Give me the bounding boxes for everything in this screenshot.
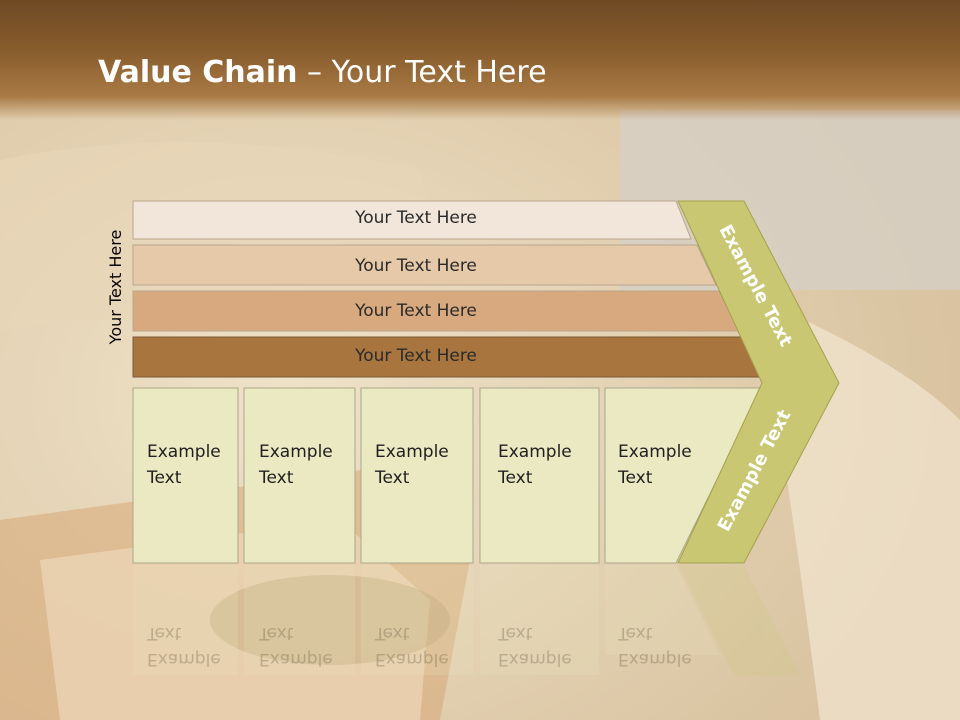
primary-box-3 — [360, 387, 474, 564]
support-bar-1 — [132, 200, 692, 240]
slide-title: Value Chain – Your Text Here — [98, 55, 547, 90]
primary-box-4 — [479, 387, 600, 564]
title-bar — [0, 0, 960, 120]
support-bar-4-label: Your Text Here — [355, 346, 477, 366]
support-bar-2-label: Your Text Here — [355, 256, 477, 276]
reflection-group — [133, 565, 800, 675]
support-bar-3-label: Your Text Here — [355, 301, 477, 321]
primary-box-2 — [243, 387, 356, 564]
primary-box-5 — [604, 387, 763, 564]
support-bar-2 — [132, 244, 717, 286]
primary-box-1 — [132, 387, 239, 564]
support-bar-1-label: Your Text Here — [355, 208, 477, 228]
margin-chevron — [677, 200, 840, 564]
